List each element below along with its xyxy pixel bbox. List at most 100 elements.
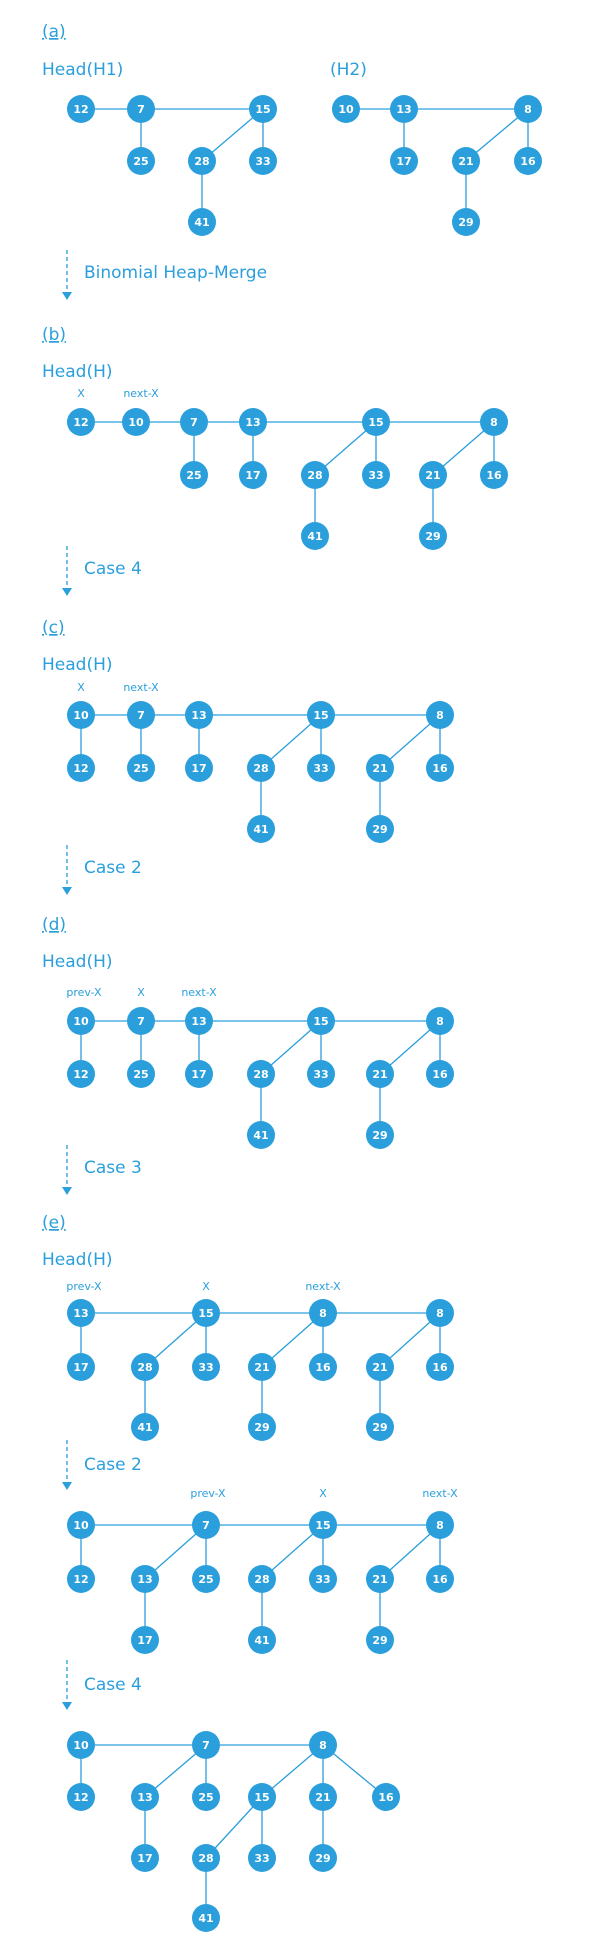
root-node: 10 — [67, 1007, 95, 1035]
node-key: 12 — [73, 762, 88, 775]
root-node: 10 — [332, 95, 360, 123]
node-key: 12 — [73, 1068, 88, 1081]
node-key: 10 — [128, 416, 144, 429]
child-node: 29 — [366, 1626, 394, 1654]
node-key: 33 — [368, 469, 383, 482]
node-key: 8 — [436, 1015, 444, 1028]
node-key: 29 — [315, 1852, 330, 1865]
node-key: 28 — [307, 469, 322, 482]
case-arrow-merge: Binomial Heap-Merge — [62, 250, 267, 300]
child-node: 16 — [426, 1565, 454, 1593]
root-node: 10 — [67, 1511, 95, 1539]
node-key: 17 — [191, 762, 206, 775]
node-key: 28 — [194, 155, 209, 168]
child-node: 28 — [301, 461, 329, 489]
node-key: 33 — [254, 1852, 269, 1865]
node-key: 25 — [133, 1068, 148, 1081]
node-key: 41 — [198, 1912, 213, 1925]
child-node: 41 — [247, 1121, 275, 1149]
node-key: 21 — [372, 1068, 387, 1081]
root-node: 12 — [67, 408, 95, 436]
child-node: 21 — [366, 1060, 394, 1088]
pointer-label: X — [77, 681, 85, 694]
root-node: 7 — [180, 408, 208, 436]
heap-head-h1: Head(H1) — [42, 60, 123, 80]
child-node: 17 — [131, 1626, 159, 1654]
node-key: 21 — [372, 1573, 387, 1586]
node-key: 12 — [73, 416, 88, 429]
root-node: 8 — [426, 1007, 454, 1035]
pointer-label: next-X — [181, 986, 217, 999]
case-label: Binomial Heap-Merge — [84, 263, 267, 283]
case-label: Case 2 — [84, 1455, 142, 1475]
node-key: 41 — [253, 823, 268, 836]
node-key: 8 — [524, 103, 532, 116]
node-key: 29 — [458, 216, 473, 229]
node-key: 15 — [254, 1791, 269, 1804]
child-node: 41 — [248, 1626, 276, 1654]
section-label-b: (b) — [42, 325, 66, 345]
root-node: 8 — [426, 701, 454, 729]
node-key: 17 — [137, 1852, 152, 1865]
case-arrow-case4-1: Case 4 — [62, 546, 142, 596]
node-key: 13 — [191, 1015, 206, 1028]
node-key: 10 — [73, 1739, 89, 1752]
node-key: 17 — [137, 1634, 152, 1647]
root-node: 13 — [185, 701, 213, 729]
node-key: 17 — [396, 155, 411, 168]
pointer-label: X — [77, 387, 85, 400]
node-key: 7 — [202, 1519, 210, 1532]
child-node: 25 — [127, 754, 155, 782]
child-node: 17 — [185, 1060, 213, 1088]
child-node: 33 — [307, 1060, 335, 1088]
node-key: 15 — [198, 1307, 213, 1320]
node-key: 33 — [313, 762, 328, 775]
root-node: 7 — [127, 95, 155, 123]
node-key: 13 — [73, 1307, 88, 1320]
heap-head-h2: (H2) — [330, 60, 367, 80]
node-key: 8 — [319, 1307, 327, 1320]
pointer-label: X — [319, 1487, 327, 1500]
node-key: 33 — [198, 1361, 213, 1374]
case-label: Case 3 — [84, 1158, 142, 1178]
node-key: 15 — [313, 709, 328, 722]
case-arrow-case3: Case 3 — [62, 1145, 142, 1195]
node-key: 21 — [372, 1361, 387, 1374]
child-node: 21 — [419, 461, 447, 489]
child-node: 33 — [192, 1353, 220, 1381]
child-node: 21 — [366, 1353, 394, 1381]
node-key: 16 — [520, 155, 536, 168]
root-node: 13 — [67, 1299, 95, 1327]
node-key: 25 — [186, 469, 201, 482]
child-node: 28 — [188, 147, 216, 175]
node-key: 29 — [372, 1129, 387, 1142]
node-key: 16 — [486, 469, 502, 482]
child-node: 15 — [248, 1783, 276, 1811]
node-key: 10 — [338, 103, 354, 116]
child-node: 13 — [131, 1565, 159, 1593]
root-node: 15 — [249, 95, 277, 123]
node-key: 29 — [372, 1634, 387, 1647]
child-node: 16 — [426, 1060, 454, 1088]
node-key: 29 — [372, 823, 387, 836]
node-key: 25 — [133, 155, 148, 168]
child-node: 21 — [248, 1353, 276, 1381]
node-key: 15 — [255, 103, 270, 116]
child-node: 13 — [131, 1783, 159, 1811]
root-node: 8 — [426, 1299, 454, 1327]
node-key: 21 — [315, 1791, 330, 1804]
node-key: 41 — [137, 1421, 152, 1434]
child-node: 16 — [480, 461, 508, 489]
root-node: 15 — [307, 1007, 335, 1035]
child-node: 12 — [67, 1565, 95, 1593]
node-key: 25 — [198, 1573, 213, 1586]
pointer-label: prev-X — [66, 1280, 102, 1293]
node-key: 33 — [315, 1573, 330, 1586]
child-node: 16 — [372, 1783, 400, 1811]
node-key: 7 — [137, 103, 145, 116]
child-node: 21 — [309, 1783, 337, 1811]
child-node: 41 — [188, 208, 216, 236]
child-node: 33 — [248, 1844, 276, 1872]
node-key: 7 — [190, 416, 198, 429]
root-node: 10 — [67, 701, 95, 729]
